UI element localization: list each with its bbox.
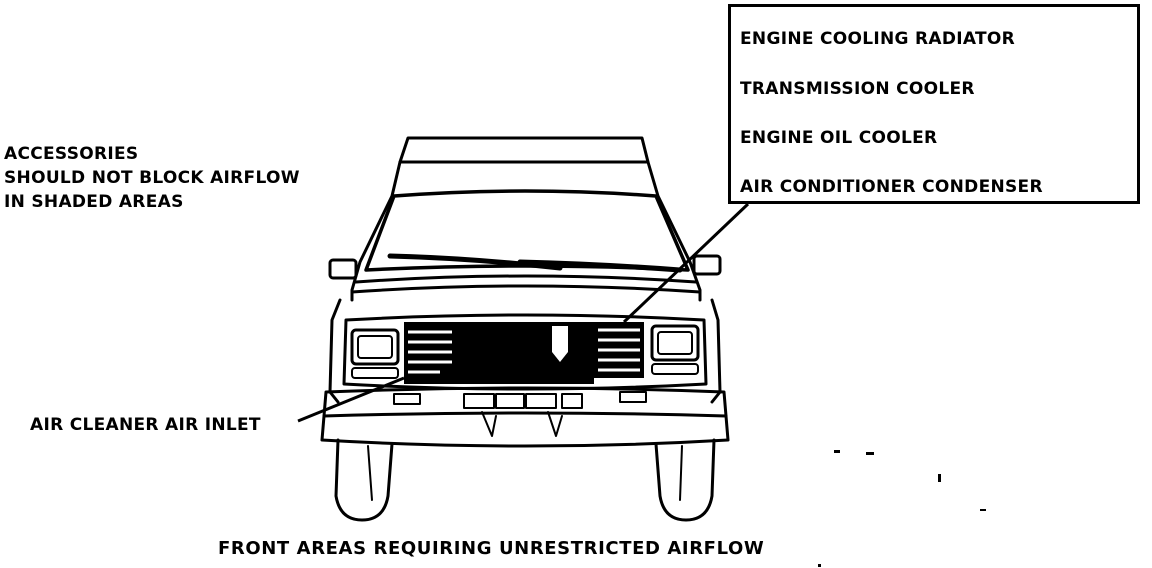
right-tire [654,438,716,522]
left-headlight [350,328,400,366]
accessories-note-line: IN SHADED AREAS [4,192,184,212]
component-item: TRANSMISSION COOLER [740,79,975,99]
accessories-note-line: ACCESSORIES [4,144,139,164]
air-inlet-leader-line [297,376,405,423]
right-mirror [692,254,722,276]
roof-light-bar [398,136,650,164]
component-item: AIR CONDITIONER CONDENSER [740,177,1043,197]
right-headlight [650,324,700,362]
cooling-components-callout: ENGINE COOLING RADIATOR TRANSMISSION COO… [728,4,1140,204]
accessories-note: ACCESSORIES SHOULD NOT BLOCK AIRFLOW IN … [4,142,300,214]
air-inlet-label: AIR CLEANER AIR INLET [30,415,261,435]
grille-shaded-area [404,322,644,384]
left-tire [334,438,394,522]
windshield [364,189,690,272]
component-item: ENGINE COOLING RADIATOR [740,29,1016,49]
left-mirror [328,258,358,280]
accessories-note-line: SHOULD NOT BLOCK AIRFLOW [4,168,300,188]
component-item: ENGINE OIL COOLER [740,128,938,148]
component-leader-line [622,202,750,324]
figure-caption: FRONT AREAS REQUIRING UNRESTRICTED AIRFL… [218,538,765,559]
